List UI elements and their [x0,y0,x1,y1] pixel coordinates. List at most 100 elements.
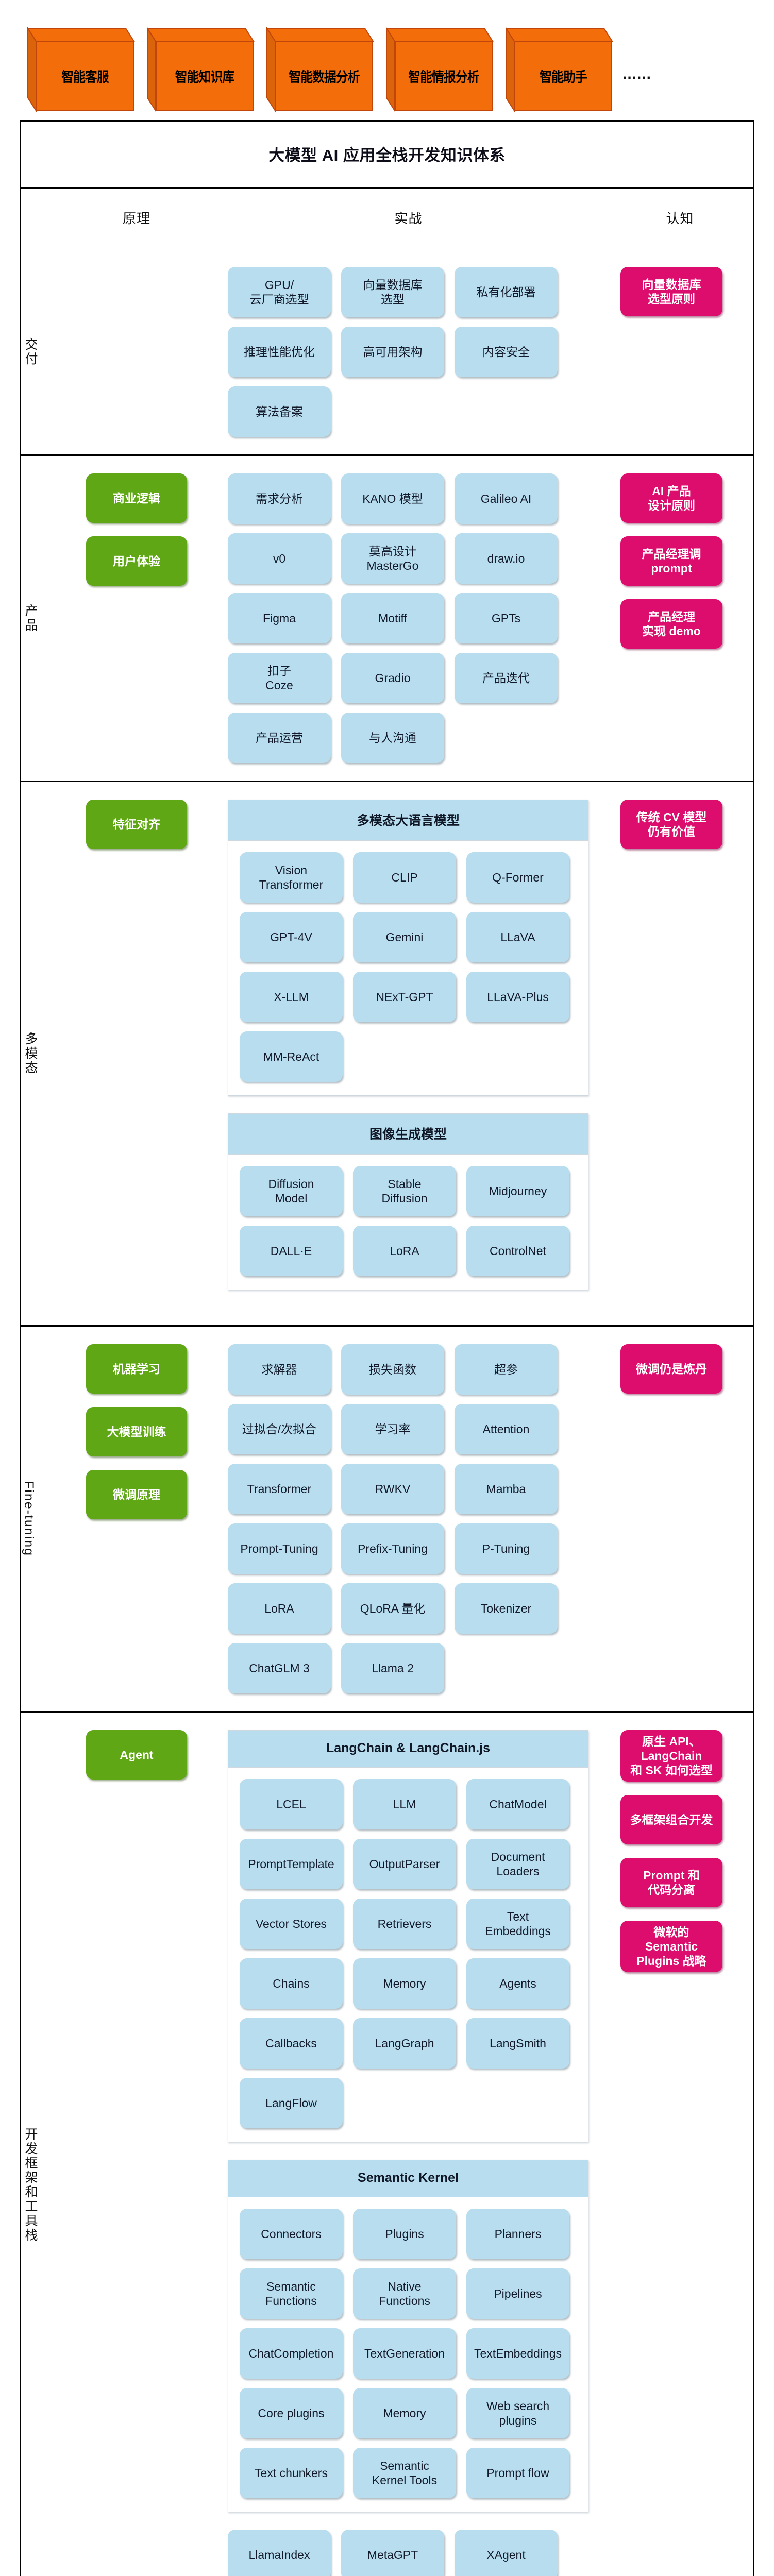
topic-pill[interactable]: DALL·E [240,1226,343,1276]
topic-pill[interactable]: GPT-4V [240,912,343,962]
topic-pill[interactable]: 多框架组合开发 [620,1795,722,1845]
topic-pill[interactable]: Mamba [455,1464,558,1514]
topic-pill[interactable]: LCEL [240,1779,343,1829]
topic-pill[interactable]: Figma [228,593,331,643]
topic-pill[interactable]: Retrievers [353,1899,456,1949]
topic-pill[interactable]: 商业逻辑 [86,473,187,523]
topic-pill[interactable]: Core plugins [240,2388,343,2438]
topic-pill[interactable]: Tokenizer [455,1583,558,1634]
topic-pill[interactable]: LangGraph [353,2018,456,2069]
topic-pill[interactable]: LoRA [353,1226,456,1276]
topic-pill[interactable]: Memory [353,2388,456,2438]
topic-pill[interactable]: X-LLM [240,972,343,1022]
topic-pill[interactable]: 需求分析 [228,473,331,524]
topic-pill[interactable]: 推理性能优化 [228,327,331,377]
topic-pill[interactable]: AI 产品设计原则 [620,473,722,523]
topic-pill[interactable]: 传统 CV 模型仍有价值 [620,800,722,849]
topic-pill[interactable]: 向量数据库选型原则 [620,267,722,316]
topic-pill[interactable]: Prompt flow [466,2448,569,2498]
topic-pill[interactable]: KANO 模型 [341,473,444,524]
topic-pill[interactable]: NExT-GPT [353,972,456,1022]
topic-pill[interactable]: LangFlow [240,2078,343,2128]
topic-pill[interactable]: ChatGLM 3 [228,1643,331,1693]
topic-pill[interactable]: Attention [455,1404,558,1454]
topic-pill[interactable]: LLM [353,1779,456,1829]
topic-pill[interactable]: 机器学习 [86,1344,187,1394]
topic-pill[interactable]: 算法备案 [228,386,331,437]
topic-pill[interactable]: LLaVA-Plus [466,972,569,1022]
topic-pill[interactable]: QLoRA 量化 [341,1583,444,1634]
topic-pill[interactable]: Planners [466,2209,569,2259]
topic-pill[interactable]: MM-ReAct [240,1031,343,1082]
topic-pill[interactable]: Vector Stores [240,1899,343,1949]
topic-pill[interactable]: 与人沟通 [341,713,444,763]
topic-pill[interactable]: 求解器 [228,1344,331,1395]
application-cube[interactable]: 智能知识库 [146,26,255,113]
topic-pill[interactable]: 产品迭代 [455,653,558,703]
topic-pill[interactable]: Motiff [341,593,444,643]
topic-pill[interactable]: LangSmith [466,2018,569,2069]
topic-pill[interactable]: LLaVA [466,912,569,962]
application-cube[interactable]: 智能数据分析 [266,26,374,113]
topic-pill[interactable]: 学习率 [341,1404,444,1454]
topic-pill[interactable]: Gradio [341,653,444,703]
topic-pill[interactable]: 私有化部署 [455,267,558,317]
topic-pill[interactable]: v0 [228,533,331,584]
topic-pill[interactable]: Q-Former [466,852,569,903]
application-cube[interactable]: 智能助手 [505,26,613,113]
topic-pill[interactable]: Plugins [353,2209,456,2259]
topic-pill[interactable]: Llama 2 [341,1643,444,1693]
topic-pill[interactable]: LlamaIndex [228,2530,331,2576]
topic-pill[interactable]: 超参 [455,1344,558,1395]
topic-pill[interactable]: 内容安全 [455,327,558,377]
topic-pill[interactable]: 微调原理 [86,1470,187,1519]
topic-pill[interactable]: 损失函数 [341,1344,444,1395]
topic-pill[interactable]: TextEmbeddings [466,2328,569,2379]
topic-pill[interactable]: Callbacks [240,2018,343,2069]
topic-pill[interactable]: Text chunkers [240,2448,343,2498]
topic-pill[interactable]: CLIP [353,852,456,903]
topic-pill[interactable]: 过拟合/次拟合 [228,1404,331,1454]
topic-pill[interactable]: ChatCompletion [240,2328,343,2379]
topic-pill[interactable]: Agent [86,1730,187,1780]
topic-pill[interactable]: Prompt 和代码分离 [620,1858,722,1908]
topic-pill[interactable]: Pipelines [466,2268,569,2319]
topic-pill[interactable]: P-Tuning [455,1523,558,1574]
topic-pill[interactable]: 微调仍是炼丹 [620,1344,722,1394]
application-cube[interactable]: 智能客服 [27,26,135,113]
topic-pill[interactable]: ControlNet [466,1226,569,1276]
topic-pill[interactable]: 大模型训练 [86,1407,187,1456]
topic-pill[interactable]: Prefix-Tuning [341,1523,444,1574]
topic-pill[interactable]: LoRA [228,1583,331,1634]
application-cube[interactable]: 智能情报分析 [385,26,494,113]
topic-pill[interactable]: XAgent [455,2530,558,2576]
topic-pill[interactable]: ChatModel [466,1779,569,1829]
topic-pill[interactable]: Midjourney [466,1166,569,1216]
topic-pill[interactable]: 产品经理实现 demo [620,599,722,649]
topic-pill[interactable]: Connectors [240,2209,343,2259]
topic-pill[interactable]: Memory [353,1958,456,2009]
topic-pill[interactable]: PromptTemplate [240,1839,343,1889]
topic-pill[interactable]: Gemini [353,912,456,962]
topic-pill[interactable]: Galileo AI [455,473,558,524]
topic-pill[interactable]: Prompt-Tuning [228,1523,331,1574]
topic-pill[interactable]: GPU/云厂商选型 [228,267,331,317]
topic-pill[interactable]: OutputParser [353,1839,456,1889]
topic-pill[interactable]: Chains [240,1958,343,2009]
topic-pill[interactable]: Transformer [228,1464,331,1514]
topic-pill[interactable]: Agents [466,1958,569,2009]
topic-pill[interactable]: TextGeneration [353,2328,456,2379]
topic-pill[interactable]: RWKV [341,1464,444,1514]
